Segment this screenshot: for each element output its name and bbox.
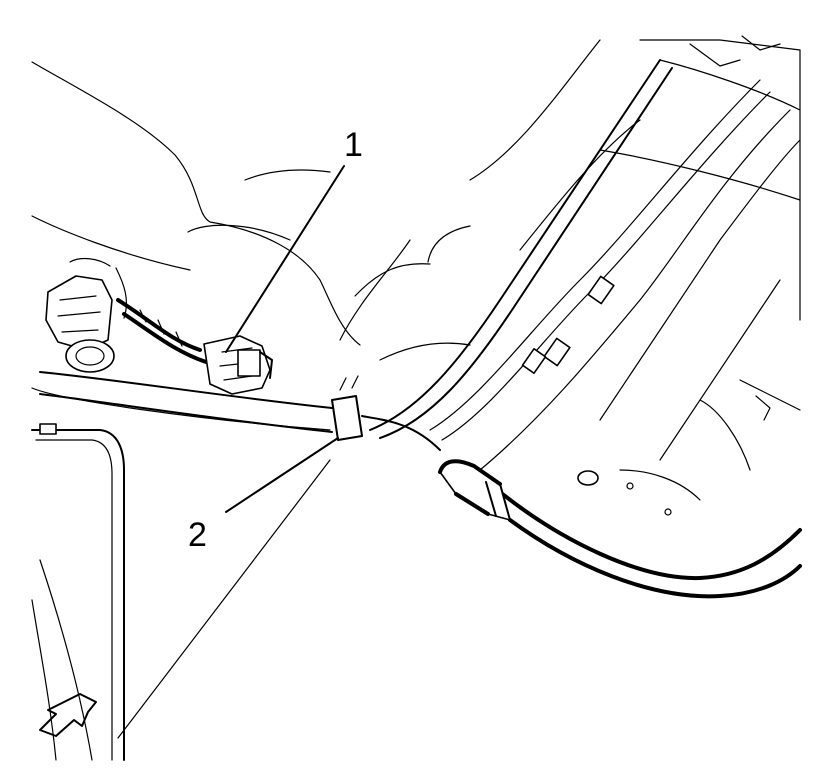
highlighted-pipe <box>361 415 802 599</box>
left-bracket <box>31 423 125 761</box>
fuel-lines <box>369 59 801 471</box>
electrical-connector <box>203 335 273 395</box>
floor-pan-outline <box>31 39 641 431</box>
callout-1-leader <box>225 165 345 353</box>
main-pipe <box>39 371 333 433</box>
forward-arrow-icon <box>39 693 97 737</box>
wiring-harness <box>116 298 208 364</box>
leader-lines <box>117 165 345 739</box>
callout-label-2: 2 <box>188 516 207 554</box>
callout-label-1: 1 <box>344 126 363 164</box>
fuel-tank-module <box>577 35 801 516</box>
left-connector-assembly <box>45 257 128 373</box>
callout-2-leader <box>225 437 339 513</box>
retaining-clip <box>331 375 363 441</box>
